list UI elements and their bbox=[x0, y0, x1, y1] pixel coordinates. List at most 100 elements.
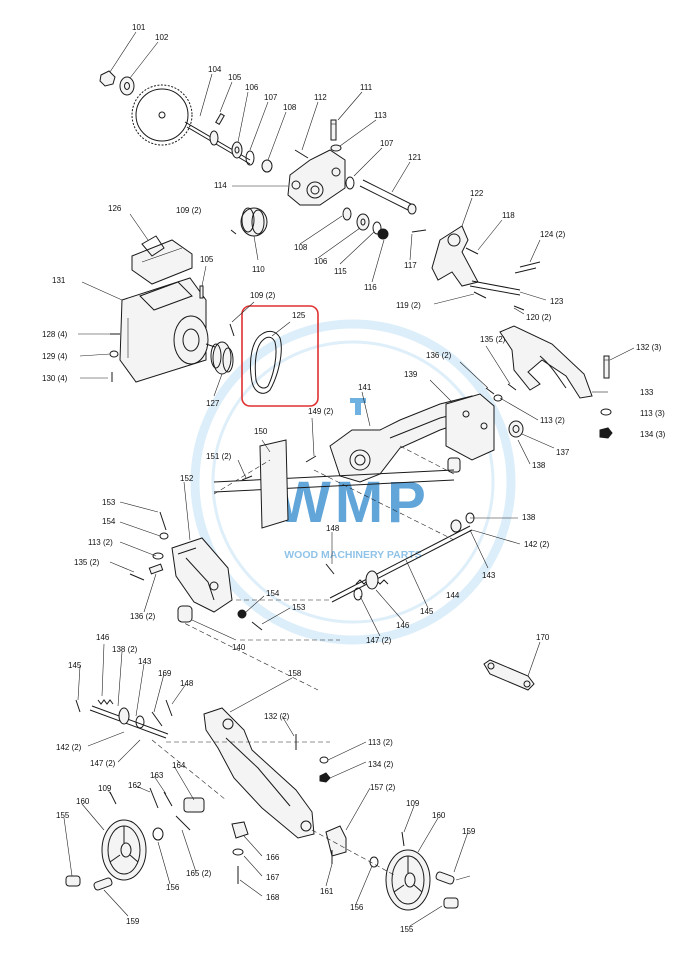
arbor-key bbox=[215, 112, 225, 126]
handwheel-left bbox=[101, 819, 147, 881]
label-149: 149 (2) bbox=[308, 407, 334, 416]
label-110: 110 bbox=[252, 265, 265, 274]
label-124: 124 (2) bbox=[540, 230, 566, 239]
label-160b: 160 bbox=[432, 811, 446, 820]
trunnion-link-group bbox=[431, 225, 541, 311]
highlight-box bbox=[241, 305, 319, 407]
label-145a: 145 bbox=[68, 661, 82, 670]
label-167: 167 bbox=[266, 873, 280, 882]
label-155b: 155 bbox=[400, 925, 414, 934]
spacer-108 bbox=[342, 207, 352, 221]
handle-right bbox=[435, 871, 455, 885]
screw-111 bbox=[330, 119, 337, 141]
label-108b: 108 bbox=[294, 243, 308, 252]
label-136a: 136 (2) bbox=[426, 351, 452, 360]
label-136b: 136 (2) bbox=[130, 612, 156, 621]
label-135b: 135 (2) bbox=[74, 558, 100, 567]
handle-knob-left bbox=[65, 875, 81, 887]
label-170: 170 bbox=[536, 633, 550, 642]
label-164: 164 bbox=[172, 761, 186, 770]
label-125: 125 bbox=[292, 311, 306, 320]
lower-bracket-group bbox=[203, 707, 347, 864]
label-106b: 106 bbox=[314, 257, 328, 266]
label-112: 112 bbox=[314, 93, 327, 102]
label-151: 151 (2) bbox=[206, 452, 232, 461]
watermark: WMP WOOD MACHINERY PARTS bbox=[190, 319, 516, 645]
label-146b: 146 bbox=[96, 633, 110, 642]
label-113a: 113 bbox=[374, 111, 387, 120]
leader-lines bbox=[63, 31, 635, 927]
label-142b: 142 (2) bbox=[56, 743, 82, 752]
saw-blade bbox=[131, 84, 193, 146]
label-161: 161 bbox=[320, 887, 334, 896]
shaft-121 bbox=[359, 185, 413, 213]
label-121: 121 bbox=[408, 153, 422, 162]
label-129: 129 (4) bbox=[42, 352, 68, 361]
label-138a: 138 bbox=[532, 461, 546, 470]
label-156a: 156 bbox=[166, 883, 180, 892]
pin-112 bbox=[294, 149, 309, 159]
label-132a: 132 (3) bbox=[636, 343, 662, 352]
lower-left-shaft-group bbox=[75, 699, 173, 739]
label-101: 101 bbox=[132, 23, 146, 32]
label-102: 102 bbox=[155, 33, 169, 42]
label-166: 166 bbox=[266, 853, 280, 862]
label-109d: 109 bbox=[406, 799, 420, 808]
main-frame-group bbox=[213, 383, 524, 529]
label-127: 127 bbox=[206, 399, 220, 408]
label-130: 130 (4) bbox=[42, 374, 68, 383]
label-109b: 109 (2) bbox=[250, 291, 276, 300]
motor-pulley bbox=[212, 341, 232, 375]
handle-knob-right bbox=[443, 897, 459, 909]
label-148a: 148 bbox=[326, 524, 340, 533]
watermark-icon bbox=[350, 398, 366, 403]
arbor-spacer bbox=[261, 159, 273, 173]
label-148b: 148 bbox=[180, 679, 194, 688]
label-128: 128 (4) bbox=[42, 330, 68, 339]
label-169: 169 bbox=[158, 669, 172, 678]
washer-113 bbox=[330, 144, 342, 152]
label-138b: 138 bbox=[522, 513, 536, 522]
plate-150 bbox=[259, 439, 289, 529]
link-170 bbox=[483, 659, 535, 691]
label-159b: 159 bbox=[126, 917, 140, 926]
label-119: 119 (2) bbox=[396, 301, 421, 310]
assembly-lines bbox=[151, 445, 455, 877]
label-126: 126 bbox=[108, 204, 122, 213]
arbor-bearing bbox=[231, 141, 243, 159]
arbor-bracket bbox=[287, 149, 346, 206]
right-handwheel-group bbox=[369, 831, 459, 911]
label-145b: 145 bbox=[420, 607, 434, 616]
label-147b: 147 (2) bbox=[90, 759, 116, 768]
label-158: 158 bbox=[288, 669, 302, 678]
label-109c: 109 bbox=[98, 784, 112, 793]
label-144: 144 bbox=[446, 591, 460, 600]
label-113c: 113 (2) bbox=[540, 416, 565, 425]
label-159a: 159 bbox=[462, 827, 476, 836]
label-134b: 134 (2) bbox=[368, 760, 394, 769]
motor-mount-plate bbox=[131, 239, 193, 285]
label-153a: 153 bbox=[102, 498, 116, 507]
lead-screw-group bbox=[325, 512, 475, 603]
label-154a: 154 bbox=[102, 517, 116, 526]
label-146a: 146 bbox=[396, 621, 410, 630]
label-104: 104 bbox=[208, 65, 222, 74]
label-111: 111 bbox=[360, 83, 373, 92]
label-139: 139 bbox=[404, 370, 418, 379]
trunnion-133-group bbox=[499, 325, 613, 439]
label-107b: 107 bbox=[380, 139, 394, 148]
label-138c: 138 (2) bbox=[112, 645, 138, 654]
label-117: 117 bbox=[404, 261, 417, 270]
label-165: 165 (2) bbox=[186, 869, 212, 878]
shaft-144b bbox=[91, 705, 169, 735]
bushing-137 bbox=[508, 420, 524, 438]
label-156b: 156 bbox=[350, 903, 364, 912]
label-113b: 113 (3) bbox=[640, 409, 665, 418]
arbor-washer bbox=[119, 76, 135, 96]
label-162: 162 bbox=[128, 781, 142, 790]
label-107a: 107 bbox=[264, 93, 278, 102]
label-140: 140 bbox=[232, 643, 246, 652]
label-108a: 108 bbox=[283, 103, 297, 112]
arbor-ring bbox=[245, 150, 255, 166]
label-106a: 106 bbox=[245, 83, 259, 92]
